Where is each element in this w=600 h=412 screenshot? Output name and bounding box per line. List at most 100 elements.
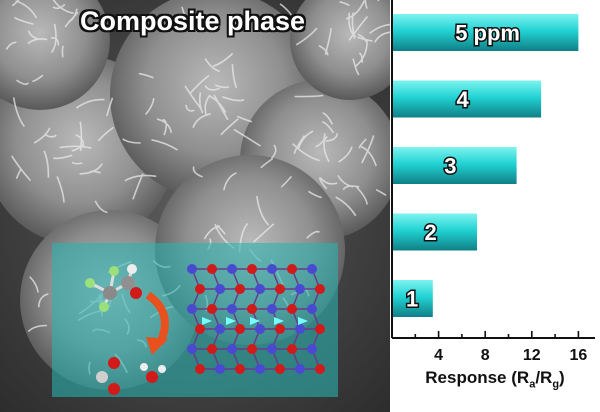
lattice-atom — [307, 264, 317, 274]
sem-flake — [132, 173, 144, 200]
lattice-atom — [295, 364, 305, 374]
sem-flake — [56, 176, 65, 203]
sem-flake — [71, 144, 84, 152]
sem-flake — [212, 52, 234, 67]
sem-flake — [144, 98, 155, 116]
bar-label: 4 — [457, 87, 470, 112]
sem-flake — [342, 185, 360, 191]
bar — [392, 14, 579, 51]
bar — [392, 280, 433, 317]
sem-flake — [32, 74, 44, 82]
sem-flake — [292, 143, 320, 162]
sem-flake — [318, 44, 329, 56]
sem-flake — [358, 52, 364, 63]
sem-flake — [357, 33, 368, 43]
sem-flake — [352, 58, 360, 76]
sem-flake — [364, 0, 368, 10]
lattice-atom — [287, 264, 297, 274]
sem-flake — [204, 85, 220, 91]
sem-flake — [124, 174, 157, 182]
lattice-atom — [255, 284, 265, 294]
lattice-atom — [207, 344, 217, 354]
sem-flake — [355, 40, 368, 67]
sem-flake — [256, 195, 270, 226]
lattice-atom — [267, 304, 277, 314]
sem-flake — [322, 112, 334, 125]
sem-flake — [220, 118, 239, 136]
lattice-atom — [195, 364, 205, 374]
sem-flake — [27, 38, 48, 45]
reaction-inset — [52, 243, 338, 397]
lattice-atom — [187, 304, 197, 314]
sem-flake — [192, 113, 211, 128]
sem-flake — [181, 6, 198, 33]
sem-flake — [339, 1, 350, 7]
sem-flake — [89, 170, 101, 174]
sem-flake — [280, 175, 293, 188]
sem-flake — [338, 146, 353, 163]
sem-flake — [122, 138, 141, 144]
lattice-atom — [275, 364, 285, 374]
crystal-lattice-icon — [187, 264, 325, 374]
sem-flake — [43, 150, 50, 178]
bar-label: 2 — [425, 220, 437, 245]
lattice-atom — [275, 324, 285, 334]
sem-flake — [216, 224, 226, 235]
sem-flake — [297, 130, 314, 149]
lattice-atom — [255, 364, 265, 374]
bar — [392, 147, 517, 184]
sem-flake — [94, 200, 108, 214]
sem-flake — [335, 196, 357, 217]
bar-label: 3 — [444, 154, 456, 179]
lattice-atom — [247, 264, 257, 274]
panel-title: Composite phase — [80, 6, 306, 36]
sem-flake — [61, 45, 65, 58]
electron-flow-arrow — [202, 317, 212, 325]
lattice-atom — [295, 284, 305, 294]
sem-flake — [106, 97, 114, 117]
sem-flake — [5, 41, 17, 50]
sem-flake — [355, 185, 368, 205]
lattice-atom — [275, 284, 285, 294]
sem-flake — [345, 0, 366, 20]
lattice-atom — [267, 344, 277, 354]
lattice-atom — [235, 324, 245, 334]
sem-flake — [306, 230, 320, 239]
sem-flake — [14, 16, 34, 25]
sem-flake — [53, 154, 73, 160]
sem-flake — [323, 133, 330, 163]
lattice-atom — [227, 264, 237, 274]
sem-flake — [27, 30, 39, 40]
lattice-atom — [287, 304, 297, 314]
sem-flake — [319, 177, 328, 190]
lattice-atom — [227, 344, 237, 354]
sem-flake — [189, 74, 210, 94]
sem-flake — [215, 84, 230, 89]
sem-flake — [138, 72, 154, 79]
sem-flake — [369, 23, 390, 35]
sem-flake — [231, 64, 238, 89]
sem-flake — [52, 3, 66, 10]
sem-flake — [223, 172, 237, 191]
sem-flake — [233, 128, 262, 147]
lattice-atom — [255, 324, 265, 334]
sem-flake — [11, 0, 20, 7]
sem-flake — [260, 157, 274, 169]
lattice-atom — [195, 324, 205, 334]
lattice-atom — [307, 304, 317, 314]
bar-label: 1 — [406, 287, 418, 312]
sem-flake — [184, 85, 202, 109]
reaction-schematic — [85, 264, 325, 395]
sem-flake — [319, 176, 338, 185]
lattice-atom — [215, 364, 225, 374]
electron-flow-arrow — [274, 317, 284, 325]
sem-flake — [294, 94, 324, 98]
lattice-atom — [267, 264, 277, 274]
sem-flake — [151, 139, 178, 151]
sem-flake — [351, 12, 356, 39]
sem-flake — [325, 133, 339, 142]
sem-flake — [37, 293, 49, 308]
lattice-atom — [187, 344, 197, 354]
